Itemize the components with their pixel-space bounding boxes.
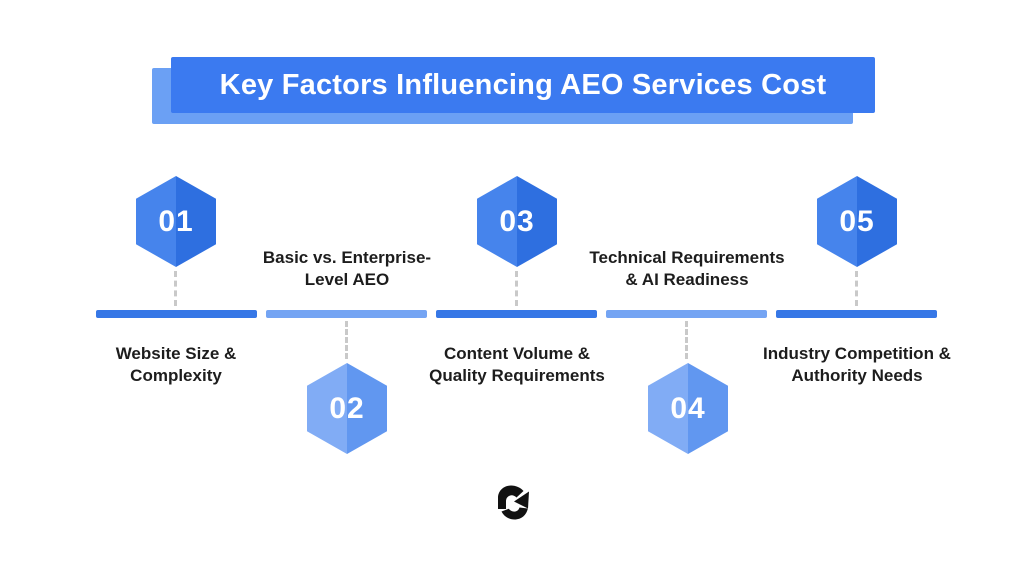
factor-3-number: 03 xyxy=(499,204,535,238)
factor-3-hexagon: 03 xyxy=(477,176,557,267)
factor-4-timeline-bar xyxy=(606,310,767,318)
factor-2-number: 02 xyxy=(329,391,365,425)
title-banner: Key Factors Influencing AEO Services Cos… xyxy=(171,57,875,113)
factor-5-timeline-bar xyxy=(776,310,937,318)
factor-4-hexagon: 04 xyxy=(648,363,728,454)
factor-4-connector xyxy=(685,321,688,359)
g-arrow-logo-icon xyxy=(498,485,529,520)
factor-1-connector xyxy=(174,271,177,306)
factor-3-label: Content Volume & Quality Requirements xyxy=(429,344,605,385)
factor-2-label: Basic vs. Enterprise- Level AEO xyxy=(262,248,432,289)
factor-4-number: 04 xyxy=(670,391,706,425)
factor-3-connector xyxy=(515,271,518,306)
factor-4-label: Technical Requirements & AI Readiness xyxy=(589,248,785,289)
factor-1-hexagon: 01 xyxy=(136,176,216,267)
factor-1-timeline-bar xyxy=(96,310,257,318)
factor-2-hexagon: 02 xyxy=(307,363,387,454)
factor-3-timeline-bar xyxy=(436,310,597,318)
factor-1-number: 01 xyxy=(158,204,194,238)
factor-5-label: Industry Competition & Authority Needs xyxy=(763,344,951,385)
factor-5-hexagon: 05 xyxy=(817,176,897,267)
page-title: Key Factors Influencing AEO Services Cos… xyxy=(219,68,827,101)
factor-1-label: Website Size & Complexity xyxy=(115,344,237,385)
brand-logo xyxy=(488,477,536,525)
factor-5-connector xyxy=(855,271,858,306)
factor-2-timeline-bar xyxy=(266,310,427,318)
factor-2-connector xyxy=(345,321,348,359)
factor-5-number: 05 xyxy=(839,204,875,238)
